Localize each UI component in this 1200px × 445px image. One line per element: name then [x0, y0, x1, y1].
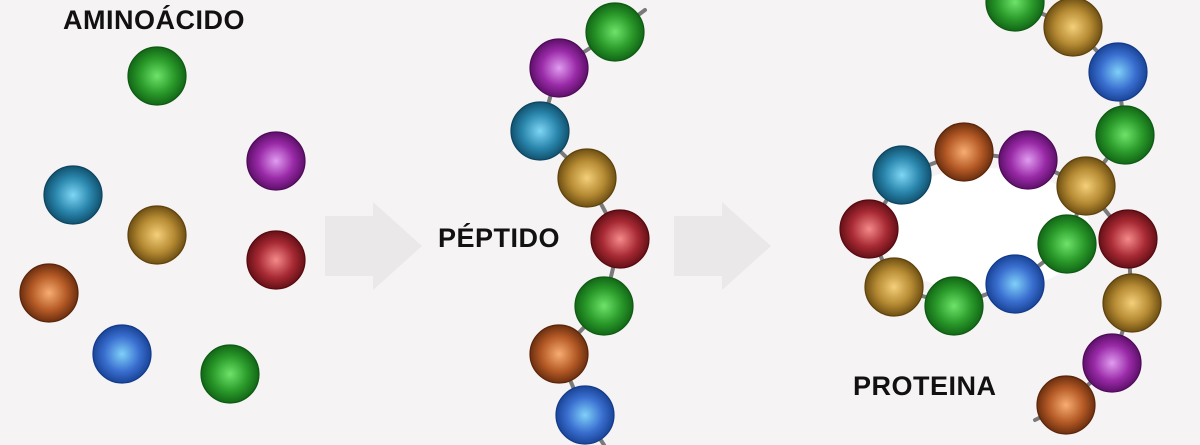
aminoacid-gold [127, 205, 187, 265]
aminoacid-orange [19, 263, 79, 323]
protein-bead-teal [872, 145, 932, 205]
peptide-bead-red [590, 209, 650, 269]
peptide-bead-orange [529, 324, 589, 384]
peptide-bead-gold [557, 148, 617, 208]
aminoacid-green [127, 46, 187, 106]
protein-chain [839, 0, 1162, 435]
protein-bead-green [1095, 105, 1155, 165]
arrow-right-icon [325, 202, 422, 290]
protein-pocket [880, 168, 1090, 292]
aminoacid-green [200, 344, 260, 404]
protein-bead-gold [1056, 156, 1116, 216]
protein-bead-gold [864, 257, 924, 317]
protein-bead-blue [1088, 42, 1148, 102]
protein-bead-purple [1082, 333, 1142, 393]
peptide-bead-green [574, 276, 634, 336]
aminoacid-blue [92, 324, 152, 384]
protein-bead-gold [1102, 273, 1162, 333]
protein-bead-green [1037, 214, 1097, 274]
protein-bead-blue [985, 254, 1045, 314]
protein-bead-orange [934, 122, 994, 182]
aminoacid-red [246, 230, 306, 290]
protein-pocket-fill [880, 168, 1090, 292]
free-aminoacids-group [19, 46, 306, 404]
peptide-bead-green [585, 2, 645, 62]
protein-bead-green [924, 276, 984, 336]
peptide-bead-purple [529, 38, 589, 98]
protein-bead-purple [998, 130, 1058, 190]
aminoacid-teal [43, 165, 103, 225]
protein-bead-red [1098, 209, 1158, 269]
peptide-bead-teal [510, 101, 570, 161]
aminoacid-purple [246, 131, 306, 191]
peptide-label: PÉPTIDO [438, 223, 561, 253]
protein-bead-red [839, 199, 899, 259]
aminoacid-label: AMINOÁCIDO [63, 5, 245, 35]
protein-bead-green [985, 0, 1045, 32]
bond-line [538, 8, 647, 445]
peptide-chain [510, 2, 650, 445]
arrows [325, 202, 771, 290]
protein-label: PROTEINA [853, 371, 997, 401]
protein-bead-orange [1036, 375, 1096, 435]
protein-bead-gold [1043, 0, 1103, 57]
arrow-right-icon [674, 202, 771, 290]
peptide-bead-blue [555, 385, 615, 445]
